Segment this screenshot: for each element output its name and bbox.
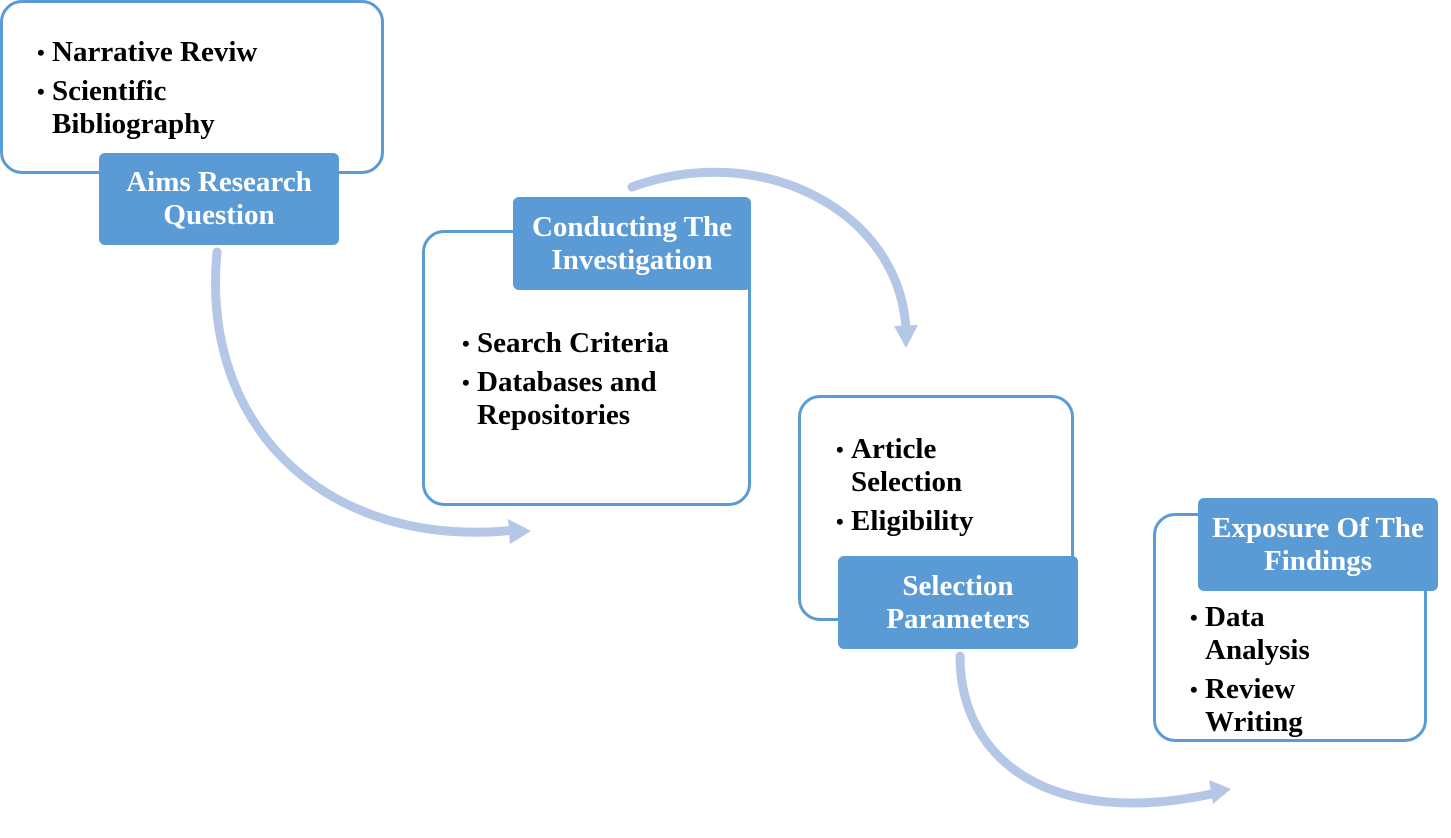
arrow-head-1 (508, 519, 531, 544)
step-bullets-selection: Article Selection Eligibility (836, 433, 1056, 544)
step-bullets-aims: Narrative Reviw Scientific Bibliography (37, 36, 357, 147)
step-label-exposure: Exposure Of The Findings (1198, 498, 1438, 591)
step-label-selection: Selection Parameters (838, 556, 1078, 649)
step-bullets-conducting: Search Criteria Databases and Repositori… (462, 327, 732, 438)
arrow-head-2 (894, 325, 918, 348)
bullet-item: Narrative Reviw (37, 36, 357, 69)
arrow-conducting-to-selection (627, 167, 911, 335)
arrow-selection-to-exposure (955, 651, 1221, 808)
bullet-item: Review Writing (1190, 673, 1335, 739)
step-label-conducting: Conducting The Investigation (513, 197, 751, 290)
bullet-item: Eligibility (836, 505, 1056, 538)
bullet-item: Data Analysis (1190, 601, 1335, 667)
step-label-aims: Aims Research Question (99, 153, 339, 245)
bullet-item: Search Criteria (462, 327, 732, 360)
arrow-head-3 (1209, 780, 1231, 804)
step-bullets-exposure: Data Analysis Review Writing (1190, 601, 1390, 745)
bullet-item: Databases and Repositories (462, 366, 697, 432)
arrow-aims-to-conducting (211, 247, 520, 537)
bullet-item: Scientific Bibliography (37, 75, 252, 141)
bullet-item: Article Selection (836, 433, 991, 499)
